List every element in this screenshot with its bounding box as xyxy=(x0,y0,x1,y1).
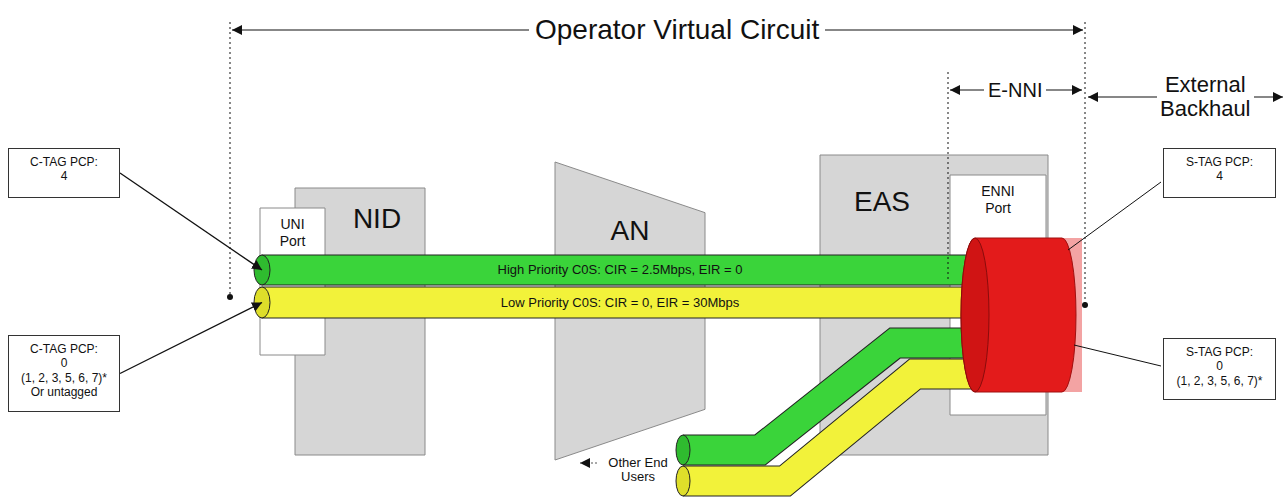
uni-port-box: UNI Port xyxy=(260,208,325,355)
callout-box: S-TAG PCP:0(1, 2, 3, 5, 6, 7)* xyxy=(1163,338,1276,400)
other-user-pipes xyxy=(676,343,1000,496)
callout-arrow xyxy=(120,173,262,270)
bundle-cylinder xyxy=(961,238,1076,392)
low-priority-band: Low Priority C0S: CIR = 0, EIR = 30Mbps xyxy=(262,287,978,318)
span-title: Operator Virtual Circuit xyxy=(529,15,825,46)
callout-text: S-TAG PCP: xyxy=(1186,155,1253,169)
pipe-end xyxy=(676,466,690,496)
callout-box: S-TAG PCP:4 xyxy=(1163,148,1276,198)
band-label: High Priority C0S: CIR = 2.5Mbps, EIR = … xyxy=(494,262,747,278)
connectors xyxy=(120,173,262,374)
low-priority-pipe xyxy=(683,374,1000,481)
segment-label: External Backhaul xyxy=(1157,73,1254,121)
enni-port-box: ENNI Port xyxy=(950,175,1046,415)
boundary-dot xyxy=(1082,302,1088,308)
bundle-face xyxy=(961,238,989,392)
port-label: UNI Port xyxy=(280,216,306,250)
boundary-dot xyxy=(227,294,233,300)
callout-text: (1, 2, 3, 5, 6, 7)* xyxy=(21,371,107,385)
enni-bundle xyxy=(961,238,1082,392)
boundary-line xyxy=(948,72,949,282)
pipe-end xyxy=(676,435,690,465)
callout-box: C-TAG PCP:0(1, 2, 3, 5, 6, 7)*Or untagge… xyxy=(8,335,120,412)
service-pipes xyxy=(254,255,978,318)
callout-text: C-TAG PCP: xyxy=(30,342,98,356)
high-priority-band: High Priority C0S: CIR = 2.5Mbps, EIR = … xyxy=(262,255,978,285)
device-label: NID xyxy=(353,202,401,236)
low-priority-pipe xyxy=(262,287,978,318)
dimension-lines xyxy=(227,22,1283,463)
callout-text: 0 xyxy=(61,356,68,370)
nid-box: NID xyxy=(295,188,425,455)
interface-label: E-NNI xyxy=(984,79,1046,101)
device-label: AN xyxy=(611,214,650,248)
band-label: Low Priority C0S: CIR = 0, EIR = 30Mbps xyxy=(497,295,743,311)
callout-text: S-TAG PCP: xyxy=(1186,345,1253,359)
node-shapes xyxy=(260,155,1048,460)
boundary-line xyxy=(230,22,231,297)
callout-text: (1, 2, 3, 5, 6, 7)* xyxy=(1176,374,1262,388)
callout-text: 4 xyxy=(61,169,68,183)
pipe-outline xyxy=(683,374,1000,481)
high-priority-pipe xyxy=(262,255,978,285)
eas-box: EAS ENNI Port xyxy=(820,155,1048,455)
port-label: ENNI Port xyxy=(981,183,1014,217)
callout-text: Or untagged xyxy=(31,385,98,399)
callout-text: 0 xyxy=(1216,359,1223,373)
direction-arrow xyxy=(580,463,597,464)
boundary-line xyxy=(1085,22,1086,305)
leader-line xyxy=(1068,182,1161,250)
callout-box: C-TAG PCP:4 xyxy=(8,148,120,198)
callout-text: C-TAG PCP: xyxy=(30,155,98,169)
users-label: Other End Users xyxy=(602,456,674,485)
access-node-trapezoid: AN xyxy=(555,162,705,460)
callout-arrow xyxy=(120,303,262,374)
leader-line xyxy=(1074,345,1161,366)
callout-text: 4 xyxy=(1216,169,1223,183)
device-label: EAS xyxy=(854,185,910,219)
